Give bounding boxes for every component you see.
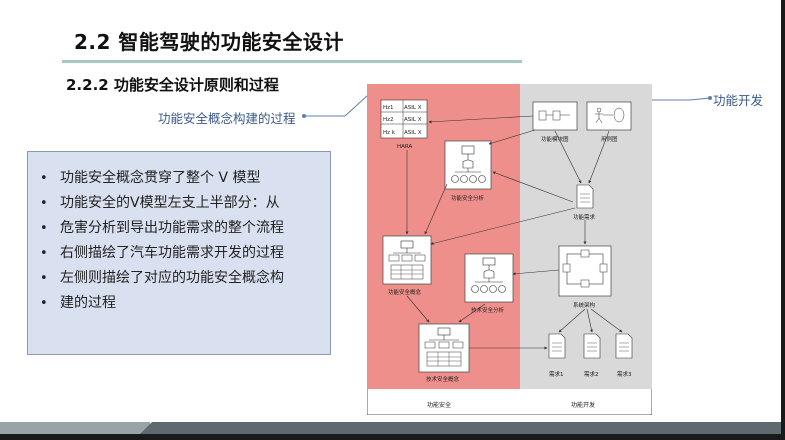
footer-stripe-dark bbox=[140, 422, 781, 434]
hara-label: HARA bbox=[397, 144, 412, 150]
hara-table: Hz1 ASIL X Hz2 ASIL X Hz k ASIL X HARA bbox=[380, 99, 428, 150]
arch-block: 系统架构 bbox=[558, 245, 612, 309]
callout-safety-concept: 功能安全概念构建的过程 bbox=[158, 111, 296, 126]
fsa-label: 功能安全分析 bbox=[451, 194, 485, 202]
callout-function-dev: 功能开发 bbox=[713, 93, 764, 108]
window-edge-bottom bbox=[0, 434, 785, 440]
bullet-item: 功能安全概念贯穿了整个 V 模型 bbox=[40, 166, 320, 191]
hara-hz-2: Hz2 bbox=[383, 117, 394, 123]
fsa-block: 功能安全分析 bbox=[444, 140, 492, 202]
hara-asil-1: ASIL X bbox=[404, 105, 422, 111]
req3-block: 需求3 bbox=[615, 333, 633, 378]
req1-block: 需求1 bbox=[548, 333, 566, 378]
usecase-block: 用例图 bbox=[586, 101, 632, 143]
module-label: 功能模块图 bbox=[541, 135, 569, 143]
fsc-label: 功能安全概念 bbox=[388, 288, 422, 296]
hara-asil-2: ASIL X bbox=[404, 117, 422, 123]
arch-label: 系统架构 bbox=[573, 301, 596, 309]
req1-label: 需求1 bbox=[549, 370, 564, 378]
footer-stripe-light bbox=[0, 422, 150, 434]
tsc-block: 技术安全概念 bbox=[418, 323, 470, 383]
tsa-label: 技术安全分析 bbox=[471, 306, 505, 314]
hara-hz-1: Hz1 bbox=[383, 105, 394, 111]
flow-arrows bbox=[405, 115, 623, 350]
fsc-block: 功能安全概念 bbox=[382, 235, 432, 296]
usecase-label: 用例图 bbox=[601, 135, 618, 143]
bullet-item: 右侧描绘了汽车功能需求开发的过程 bbox=[40, 241, 320, 266]
hara-asil-k: ASIL X bbox=[404, 130, 422, 136]
bullet-item: 功能安全的V模型左支上半部分：从 bbox=[40, 191, 320, 216]
slide-title: 2.2 智能驾驶的功能安全设计 bbox=[74, 30, 344, 54]
bullet-list: 功能安全概念贯穿了整个 V 模型 功能安全的V模型左支上半部分：从 危害分析到导… bbox=[28, 152, 330, 316]
req2-block: 需求2 bbox=[583, 333, 601, 378]
func-req-label: 功能需求 bbox=[573, 213, 596, 221]
req3-label: 需求3 bbox=[617, 370, 632, 378]
tsa-block: 技术安全分析 bbox=[464, 253, 514, 314]
bullet-item-continued: 危害分析到导出功能需求的整个流程 bbox=[40, 216, 320, 241]
req2-label: 需求2 bbox=[584, 370, 599, 378]
module-block: 功能模块图 bbox=[532, 101, 578, 143]
func-req-block: 功能需求 bbox=[573, 184, 596, 221]
bullet-box: 功能安全概念贯穿了整个 V 模型 功能安全的V模型左支上半部分：从 危害分析到导… bbox=[27, 151, 331, 355]
tsc-label: 技术安全概念 bbox=[426, 375, 460, 383]
bullet-item: 左侧则描绘了对应的功能安全概念构 bbox=[40, 266, 320, 291]
title-underline bbox=[62, 60, 522, 63]
window-edge-right bbox=[781, 0, 785, 440]
slide-subtitle: 2.2.2 功能安全设计原则和过程 bbox=[66, 76, 279, 94]
bottom-label-dev: 功能开发 bbox=[571, 401, 595, 409]
hara-hz-k: Hz k bbox=[383, 130, 396, 136]
bullet-item-continued: 建的过程 bbox=[40, 291, 320, 316]
bottom-label-safety: 功能安全 bbox=[427, 401, 451, 409]
v-model-diagram: Hz1 ASIL X Hz2 ASIL X Hz k ASIL X HARA 功… bbox=[367, 84, 652, 415]
